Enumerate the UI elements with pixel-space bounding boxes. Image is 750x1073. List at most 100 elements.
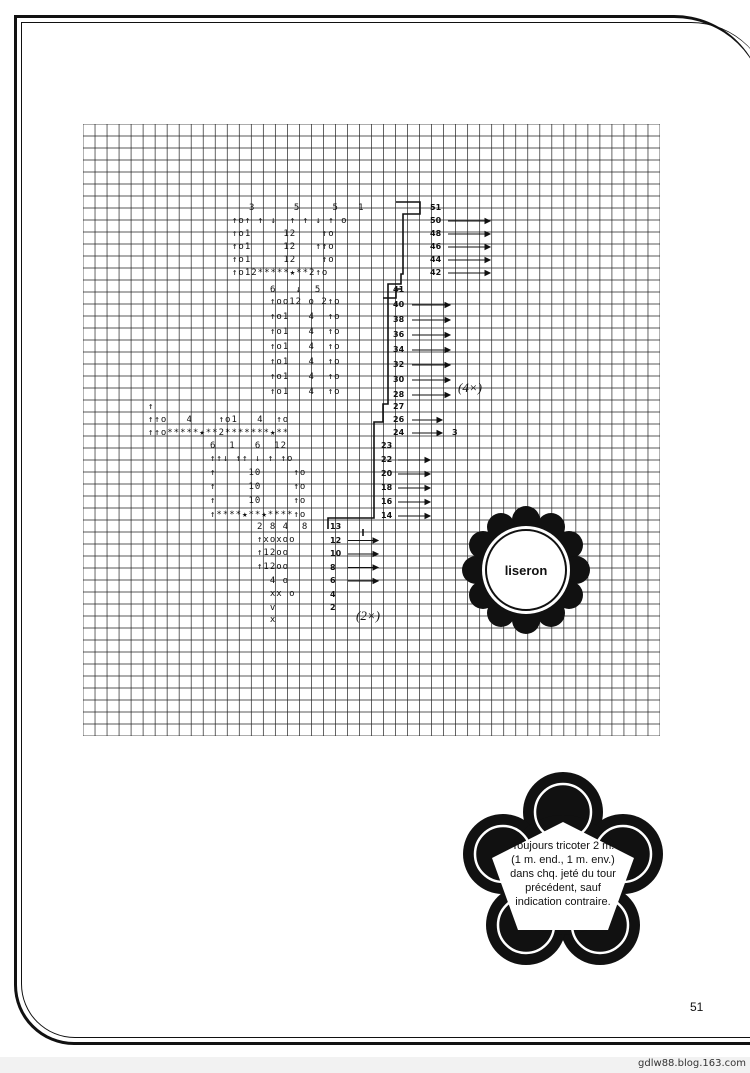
page-frame-outer bbox=[14, 15, 750, 1045]
row-label: 50 bbox=[430, 216, 442, 225]
row-label: 48 bbox=[430, 229, 442, 238]
row-label: 23 bbox=[381, 441, 393, 450]
chart-row-46-symbols: ↑o1 12 ↑↑o bbox=[232, 242, 335, 252]
row-label: 13 bbox=[330, 522, 342, 531]
arrow-head-icon bbox=[484, 243, 492, 251]
chart-row-2-symbols: v bbox=[257, 603, 277, 613]
liseron-emblem: liseron bbox=[462, 506, 590, 634]
chart-row-22-symbols: ↑↑↓ ↑↑ ↓ ↑ ↑o bbox=[210, 454, 294, 464]
chart-row-18-symbols: ↑ 10 ↑o bbox=[210, 482, 307, 492]
chart-row-24-symbols: ↑↑o*****★**2*******★** bbox=[148, 428, 290, 438]
chart-row-41-symbols: 6 ↓ 5 bbox=[270, 285, 322, 295]
chart-row-34-symbols: ↑o1 4 ↑o bbox=[270, 342, 341, 352]
row-label: 42 bbox=[430, 268, 442, 277]
row-label: 27 bbox=[393, 402, 405, 411]
liseron-label: liseron bbox=[504, 562, 548, 578]
row-label: 8 bbox=[330, 562, 336, 572]
row-label: 44 bbox=[430, 255, 442, 264]
row-label: 46 bbox=[430, 242, 442, 251]
repeat-2x-label: (2×) bbox=[356, 608, 380, 623]
row-label: 34 bbox=[393, 345, 405, 354]
chart-row-23-symbols: 6 1 6 12 bbox=[210, 441, 288, 451]
instruction-emblem: Toujours tricoter 2 m. (1 m. end., 1 m. … bbox=[458, 770, 668, 970]
arrow-head-icon bbox=[424, 498, 432, 506]
chart-row-16-symbols: ↑ 10 ↑o bbox=[210, 496, 307, 506]
arrow-head-icon bbox=[436, 429, 444, 437]
arrow-head-icon bbox=[484, 230, 492, 238]
chart-row-8-symbols: ↑12oo bbox=[257, 562, 290, 572]
page-number: 51 bbox=[690, 1000, 704, 1014]
arrow-head-icon bbox=[424, 456, 432, 464]
five-petal-flower-icon bbox=[463, 772, 663, 965]
row-label: 12 bbox=[330, 535, 342, 545]
row-label: 24 bbox=[393, 428, 405, 437]
row-label: 16 bbox=[381, 497, 393, 506]
knitting-chart-grid bbox=[83, 124, 660, 736]
chart-row-20-symbols: ↑ 10 ↑o bbox=[210, 468, 307, 478]
arrow-head-icon bbox=[424, 484, 432, 492]
arrow-head-icon bbox=[444, 391, 452, 399]
arrow-head-icon bbox=[444, 331, 452, 339]
row-label: 38 bbox=[393, 315, 405, 324]
arrow-head-icon bbox=[484, 269, 492, 277]
row-label: 41 bbox=[393, 285, 405, 294]
chart-row-27-symbols: ↑ bbox=[148, 402, 309, 412]
row-label: 20 bbox=[381, 469, 393, 478]
arrow-head-icon bbox=[372, 537, 380, 544]
chart-row-42-symbols: ↑o12*****★**2↑o bbox=[232, 268, 329, 278]
chart-row-12-symbols: ↑xoxoo bbox=[257, 535, 296, 545]
chart-row-14-symbols: ↑****★**★****↑o bbox=[210, 510, 307, 520]
chart-row-30-symbols: ↑o1 4 ↑o bbox=[270, 372, 341, 382]
row-label: 32 bbox=[393, 360, 405, 369]
row-label: 10 bbox=[330, 549, 342, 558]
arrow-head-icon bbox=[444, 361, 452, 369]
row-label: 51 bbox=[430, 203, 442, 212]
row-label: 4 bbox=[330, 589, 336, 599]
arrow-head-icon bbox=[372, 564, 380, 571]
watermark-text: gdlw88.blog.163.com bbox=[638, 1058, 746, 1069]
row-label: 18 bbox=[381, 483, 393, 492]
arrow-head-icon bbox=[424, 512, 432, 520]
chart-row-44-symbols: ↑o1 12 ↑o bbox=[232, 255, 335, 265]
arrow-head-icon bbox=[372, 550, 380, 558]
flower-badge-icon bbox=[462, 506, 590, 634]
row-label: 36 bbox=[393, 330, 405, 339]
instruction-text-box: Toujours tricoter 2 m. (1 m. end., 1 m. … bbox=[458, 770, 668, 970]
arrow-head-icon bbox=[372, 577, 380, 585]
chart-row-38-symbols: ↑o1 4 ↑o bbox=[270, 312, 341, 322]
arrow-head-icon bbox=[436, 416, 444, 424]
repeat-4x-label: (4×) bbox=[458, 380, 482, 395]
row-label: 40 bbox=[393, 300, 405, 309]
row-label: 26 bbox=[393, 415, 405, 424]
chart-row-26-symbols: ↑↑o 4 ↑o1 4 ↑o bbox=[148, 415, 290, 425]
instruction-text: Toujours tricoter 2 m. (1 m. end., 1 m. … bbox=[510, 840, 616, 908]
row-label: 14 bbox=[381, 511, 393, 520]
row-label: 22 bbox=[381, 455, 393, 464]
chart-row-50-symbols: ↑o↑ ↑ ↓ ↑ ↑ ↓ ↑ o bbox=[232, 216, 348, 226]
chart-row-48-symbols: ↑o1 12 ↑o bbox=[232, 229, 335, 239]
chart-row-32-symbols: ↑o1 4 ↑o bbox=[270, 357, 341, 367]
arrow-head-icon bbox=[444, 316, 452, 324]
row-label: 2 bbox=[330, 603, 336, 612]
chart-row-51-symbols: 3 5 5 1 bbox=[249, 203, 365, 213]
arrow-head-icon bbox=[444, 346, 452, 354]
chart-row-36-symbols: ↑o1 4 ↑o bbox=[270, 327, 341, 337]
row-label: 6 bbox=[330, 576, 336, 585]
arrow-head-icon bbox=[424, 470, 432, 478]
arrow-head-icon bbox=[444, 301, 452, 309]
arrow-head-icon bbox=[484, 256, 492, 264]
chart-row-1-symbols: x bbox=[257, 615, 277, 625]
chart-row-40-symbols: ↑oo12 o 2↑o bbox=[270, 297, 341, 307]
arrow-head-icon bbox=[444, 376, 452, 384]
row-label: 28 bbox=[393, 390, 405, 399]
chart-row-4-symbols: xx o bbox=[257, 589, 296, 599]
page-frame-inner bbox=[21, 22, 750, 1038]
chart-row-10-symbols: ↑12oo bbox=[257, 548, 290, 558]
chart-row-13-symbols: 2 8 4 8 bbox=[257, 522, 309, 532]
row-marker: 3 bbox=[452, 428, 458, 437]
chart-row-28-symbols: ↑o1 4 ↑o bbox=[270, 387, 341, 397]
row-label: 30 bbox=[393, 375, 405, 384]
arrow-head-icon bbox=[484, 217, 492, 225]
chart-row-6-symbols: 4 o bbox=[257, 576, 290, 586]
watermark-bar: gdlw88.blog.163.com bbox=[0, 1057, 750, 1073]
